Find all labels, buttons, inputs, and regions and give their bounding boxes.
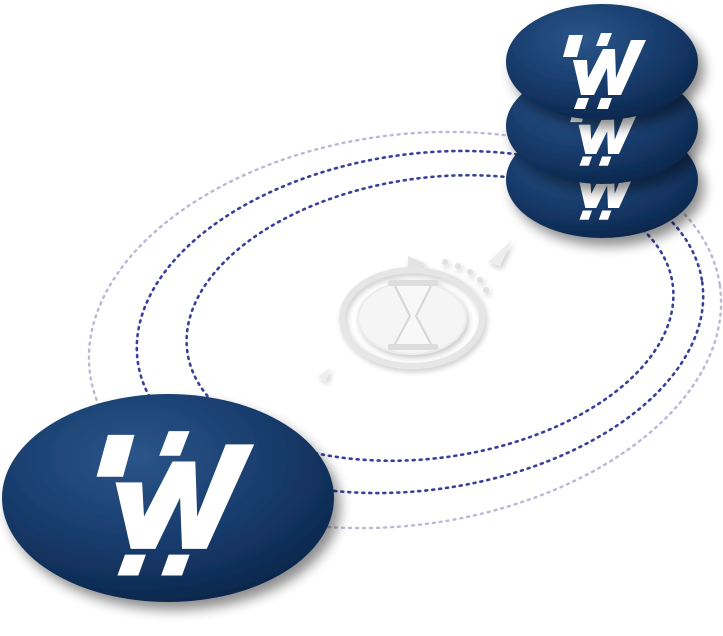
orbit-rings: [87, 130, 723, 530]
hourglass-icon: [318, 240, 512, 382]
logo-stack: [506, 4, 698, 238]
orbit-inner: [185, 173, 675, 463]
orbit-middle: [135, 149, 705, 495]
orbit-outer: [87, 130, 723, 530]
w-logo-stack-top: [506, 4, 698, 120]
w-logo-large: [2, 394, 334, 602]
